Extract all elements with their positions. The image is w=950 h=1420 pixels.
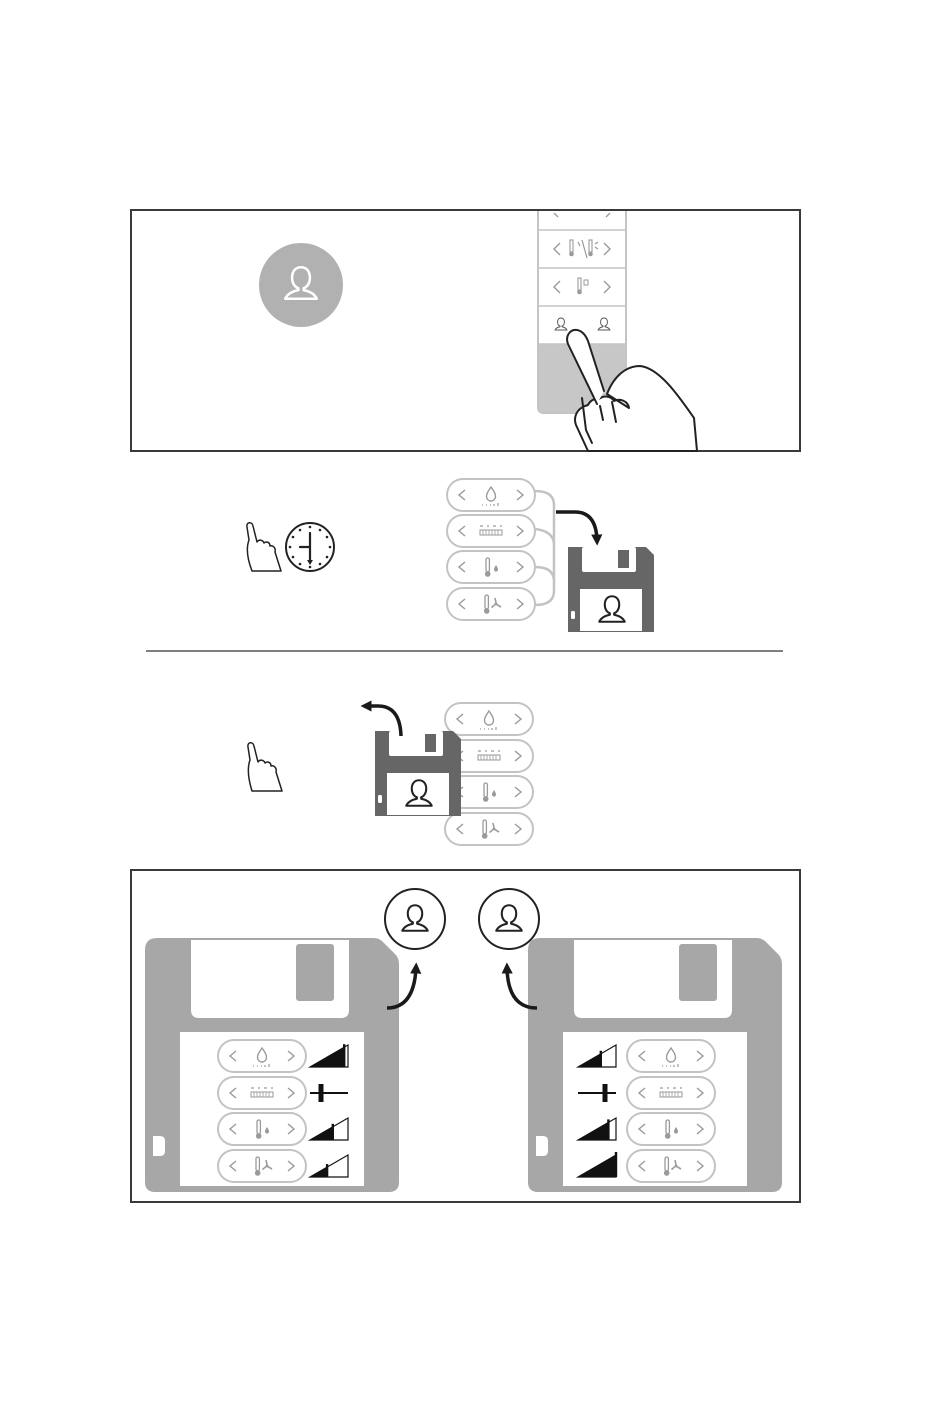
save-arrow — [556, 512, 597, 540]
panel-saved-profiles — [131, 870, 800, 1202]
section-save-profile — [247, 479, 654, 632]
profile-1-circle[interactable] — [385, 889, 445, 949]
control-humidity[interactable] — [445, 703, 533, 735]
floppy-disk-icon — [568, 547, 654, 632]
profile-avatar — [259, 243, 343, 327]
control-temperature[interactable] — [447, 551, 535, 583]
floppy-disk-icon — [375, 731, 461, 816]
control-fan[interactable] — [447, 588, 535, 620]
floppy-disk-profile-1 — [145, 938, 399, 1192]
control-stack-save[interactable] — [447, 479, 535, 620]
clock-timer-icon — [286, 523, 334, 571]
panel-1-frame — [131, 210, 800, 451]
control-display[interactable] — [447, 515, 535, 547]
grouping-bracket — [535, 491, 554, 605]
floppy-disk-profile-2 — [528, 938, 782, 1192]
section-recall-profile — [248, 703, 533, 845]
profile-2-circle[interactable] — [479, 889, 539, 949]
panel-select-profile — [131, 210, 800, 451]
control-fan[interactable] — [445, 813, 533, 845]
finger-press-hold-icon — [247, 523, 281, 571]
finger-tap-icon — [248, 743, 282, 791]
control-humidity[interactable] — [447, 479, 535, 511]
